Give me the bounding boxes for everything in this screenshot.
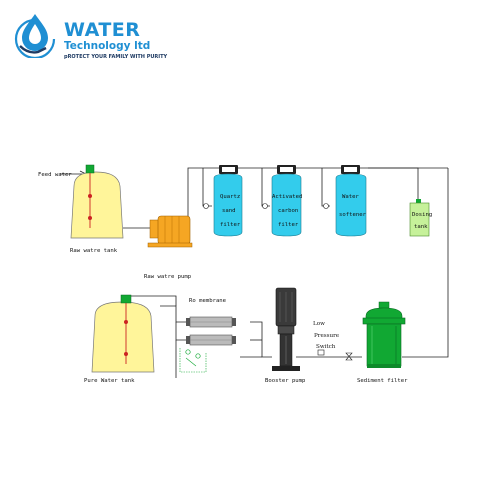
quartz-sand-filter: Quartz sand filter [203, 165, 243, 237]
booster-pump [272, 287, 300, 371]
activated-carbon-filter: Activated carbon filter [262, 165, 302, 237]
pure-water-tank [91, 294, 155, 373]
carbon-label-3: filter [278, 222, 299, 228]
raw-water-tank [70, 164, 124, 239]
softener-label-2: softener [339, 212, 367, 218]
ro-membrane-label: Ro membrane [189, 298, 227, 304]
logo-subtitle: Technology ltd [64, 40, 151, 52]
sediment-filter-label: Sediment filter [357, 378, 408, 384]
company-logo: WATER Technology ltd pROTECT YOUR FAMILY… [12, 10, 232, 60]
pipe-network [60, 167, 449, 378]
raw-water-pump [147, 215, 193, 248]
quartz-label-1: Quartz [220, 194, 240, 200]
low-pressure-label-3: Switch [316, 344, 336, 350]
carbon-label-1: Activated [272, 194, 302, 200]
water-drop-hand-icon [14, 14, 56, 58]
dosing-label-2: tank [414, 224, 428, 230]
low-pressure-label-1: Low [313, 321, 325, 327]
dosing-tank: Dosing tank [409, 199, 432, 237]
logo-tagline: pROTECT YOUR FAMILY WITH PURITY [64, 54, 168, 60]
dosing-label-1: Dosing [412, 212, 432, 218]
pure-water-tank-label: Pure Water tank [84, 378, 135, 384]
feed-water-label: Feed water [38, 172, 72, 178]
carbon-label-2: carbon [278, 208, 298, 214]
booster-pump-label: Booster pump [265, 378, 306, 384]
sediment-filter [362, 301, 406, 368]
flow-valve-cluster [179, 348, 207, 373]
water-softener: Water softener [323, 165, 367, 237]
quartz-label-3: filter [220, 222, 241, 228]
low-pressure-switch [317, 349, 353, 361]
quartz-label-2: sand [222, 208, 235, 214]
logo-title: WATER [64, 19, 141, 41]
ro-membranes [186, 316, 236, 346]
raw-water-tank-label: Raw watre tank [70, 248, 118, 254]
raw-water-pump-label: Raw watre pump [144, 274, 192, 280]
softener-label-1: Water [342, 194, 359, 200]
low-pressure-label-2: Pressure [314, 333, 340, 339]
